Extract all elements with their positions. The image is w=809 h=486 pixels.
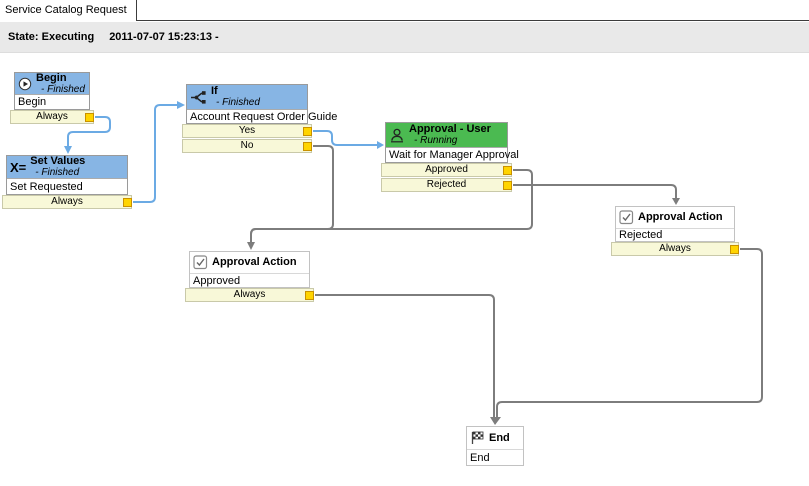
connector-layer	[64, 101, 763, 425]
tab-bar: Service Catalog Request	[0, 0, 809, 21]
transition-label: Always	[36, 111, 68, 122]
activity-body: Approved	[190, 273, 309, 287]
transition-label: Yes	[238, 125, 256, 136]
person-icon	[389, 128, 405, 143]
activity-approval-action-rejected[interactable]: Approval Action Rejected Always	[611, 206, 739, 256]
transition-label: Rejected	[426, 179, 467, 190]
activity-set-values[interactable]: X= Set Values - Finished Set Requested A…	[2, 155, 132, 209]
activity-status: - Finished	[41, 83, 85, 95]
activity-status: - Finished	[35, 167, 80, 178]
workflow-canvas[interactable]: Begin - Finished Begin Always X= Set Val…	[0, 54, 809, 486]
transition-handle[interactable]	[123, 198, 132, 207]
activity-end[interactable]: End End	[466, 426, 524, 466]
transition-setvalues-always[interactable]: Always	[2, 195, 132, 209]
connector-setvalues-to-if[interactable]	[133, 104, 177, 203]
activity-title: Set Values	[30, 155, 86, 167]
activity-title: Approval Action	[638, 211, 723, 223]
connector-if-no-to-approval-action-approved[interactable]	[250, 145, 334, 242]
transition-handle[interactable]	[503, 181, 512, 190]
arrowhead-if-yes-to-approval-user	[377, 141, 384, 149]
arrowhead-begin-to-setvalues	[64, 146, 72, 154]
transition-handle[interactable]	[303, 127, 312, 136]
transition-label: Always	[51, 196, 83, 207]
checkbox-icon	[619, 210, 634, 225]
activity-title: Begin	[36, 71, 67, 84]
transition-if-no[interactable]: No	[182, 139, 312, 153]
transition-approval-action-approved-always[interactable]: Always	[185, 288, 314, 302]
arrowhead-into-approval-action-approved	[247, 242, 255, 250]
activity-approval-user[interactable]: Approval - User - Running Wait for Manag…	[381, 122, 519, 192]
connector-approved-to-approval-action-approved[interactable]	[250, 169, 533, 242]
play-circle-icon	[18, 77, 32, 91]
activity-body: Rejected	[616, 228, 734, 241]
connector-approval-action-approved-to-end[interactable]	[315, 294, 495, 417]
connector-begin-to-setvalues[interactable]	[67, 116, 111, 146]
transition-approval-action-rejected-always[interactable]: Always	[611, 242, 739, 256]
transition-if-yes[interactable]: Yes	[182, 124, 312, 138]
workflow-state-text: State: Executing	[8, 31, 95, 43]
activity-body: Account Request Order Guide	[187, 109, 337, 123]
arrowhead-into-approval-action-rejected	[672, 198, 680, 205]
tab-service-catalog-request[interactable]: Service Catalog Request	[0, 0, 137, 21]
transition-handle[interactable]	[85, 113, 94, 122]
transition-handle[interactable]	[303, 142, 312, 151]
activity-body: Begin	[15, 94, 89, 109]
transition-begin-always[interactable]: Always	[10, 110, 94, 124]
transition-handle[interactable]	[503, 166, 512, 175]
activity-approval-action-approved[interactable]: Approval Action Approved Always	[185, 251, 314, 302]
activity-title: If	[211, 85, 218, 97]
activity-if[interactable]: If - Finished Account Request Order Guid…	[182, 84, 337, 153]
transition-label: No	[240, 140, 254, 151]
connector-rejected-to-approval-action-rejected[interactable]	[513, 184, 677, 198]
activity-body: End	[467, 449, 523, 465]
transition-label: Approved	[425, 164, 468, 175]
activity-title: Approval Action	[212, 256, 297, 268]
activity-title: Approval - User	[409, 123, 491, 135]
x-equals-icon: X=	[10, 159, 27, 175]
arrowhead-into-end	[490, 417, 501, 425]
activity-body: Wait for Manager Approval	[386, 147, 519, 162]
transition-handle[interactable]	[730, 245, 739, 254]
transition-label: Always	[233, 289, 266, 300]
activity-title: End	[489, 431, 510, 444]
status-bar: State: Executing 2011-07-07 15:23:13 -	[0, 22, 809, 53]
checkered-flag-icon	[470, 431, 485, 445]
branch-icon	[190, 90, 207, 105]
connector-if-yes-to-approval-user[interactable]	[313, 130, 377, 146]
transition-approval-rejected[interactable]: Rejected	[381, 178, 512, 192]
checkbox-icon	[193, 255, 208, 270]
connector-approval-action-rejected-to-end[interactable]	[496, 248, 763, 417]
activity-body: Set Requested	[7, 178, 127, 194]
transition-label: Always	[659, 243, 691, 254]
workflow-timestamp-text: 2011-07-07 15:23:13 -	[109, 31, 219, 43]
activity-begin[interactable]: Begin - Finished Begin Always	[10, 71, 94, 124]
activity-status: - Running	[414, 135, 458, 146]
transition-approval-approved[interactable]: Approved	[381, 163, 512, 177]
activity-status: - Finished	[216, 97, 260, 108]
transition-handle[interactable]	[305, 291, 314, 300]
arrowhead-setvalues-to-if	[177, 101, 185, 109]
